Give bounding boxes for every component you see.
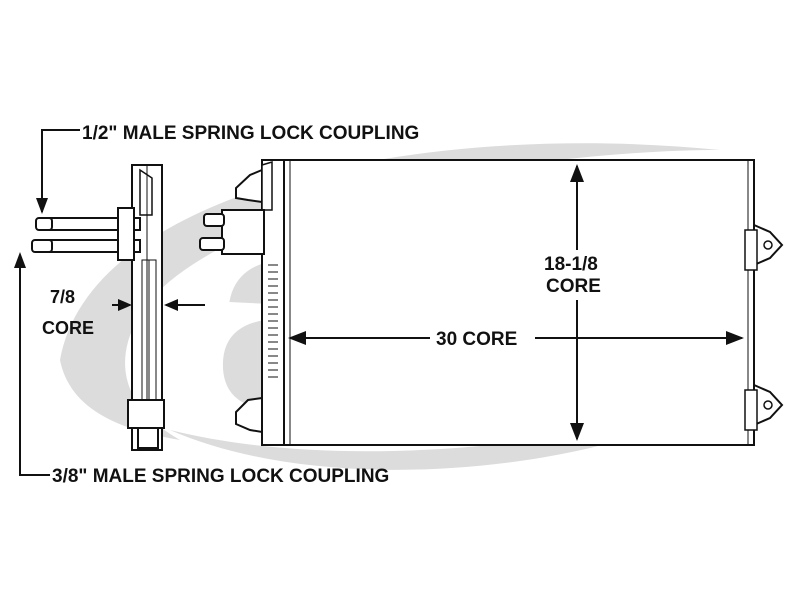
arrowhead-depth-left xyxy=(118,299,132,311)
arrowhead-top-coupling xyxy=(36,198,48,214)
arrowhead-width-left xyxy=(288,331,306,345)
label-backgrounds xyxy=(538,250,616,300)
front-block xyxy=(221,209,265,255)
front-bottom-left-bracket xyxy=(235,396,263,434)
front-right-bracket-top-hole xyxy=(763,240,773,250)
arrowhead-width-right xyxy=(726,331,744,345)
watermark-swoosh-lower xyxy=(170,400,720,470)
front-fitting-bottom xyxy=(199,237,225,251)
front-right-bracket-bottom xyxy=(753,383,784,427)
side-view xyxy=(31,164,165,451)
arrowhead-height-bottom xyxy=(570,423,584,441)
front-right-bracket-top xyxy=(753,223,784,267)
side-fitting-bottom xyxy=(31,239,53,253)
labels: 1/2" MALE SPRING LOCK COUPLING 3/8" MALE… xyxy=(42,123,601,487)
arrowhead-height-top xyxy=(570,164,584,182)
top-coupling-leader xyxy=(41,129,80,212)
arrowheads xyxy=(14,164,744,441)
depth-value-label: 7/8 xyxy=(50,287,75,307)
side-bracket xyxy=(117,207,135,261)
front-right-tab-top xyxy=(744,229,758,271)
bottom-coupling-label: 3/8" MALE SPRING LOCK COUPLING xyxy=(52,466,389,487)
depth-unit-label: CORE xyxy=(42,318,94,338)
front-core xyxy=(283,159,755,446)
width-label: 30 CORE xyxy=(436,329,517,350)
front-right-bracket-bottom-hole xyxy=(763,400,773,410)
height-unit-label: CORE xyxy=(546,276,601,297)
front-right-tab-bottom xyxy=(744,389,758,431)
height-value-label: 18-1/8 xyxy=(544,254,598,275)
arrowhead-bottom-coupling xyxy=(14,252,26,268)
bottom-coupling-leader xyxy=(19,255,50,476)
front-view xyxy=(199,159,784,446)
dimension-lines xyxy=(19,129,742,476)
side-bottom-tab xyxy=(137,427,159,449)
front-fitting-top xyxy=(203,213,225,227)
side-bottom-block xyxy=(127,399,165,429)
top-coupling-label: 1/2" MALE SPRING LOCK COUPLING xyxy=(82,123,419,144)
side-fitting-top xyxy=(35,217,53,231)
front-left-fins xyxy=(268,264,278,378)
arrowhead-depth-right xyxy=(164,299,178,311)
side-top-cap xyxy=(139,168,153,216)
front-top-tab xyxy=(261,160,273,211)
